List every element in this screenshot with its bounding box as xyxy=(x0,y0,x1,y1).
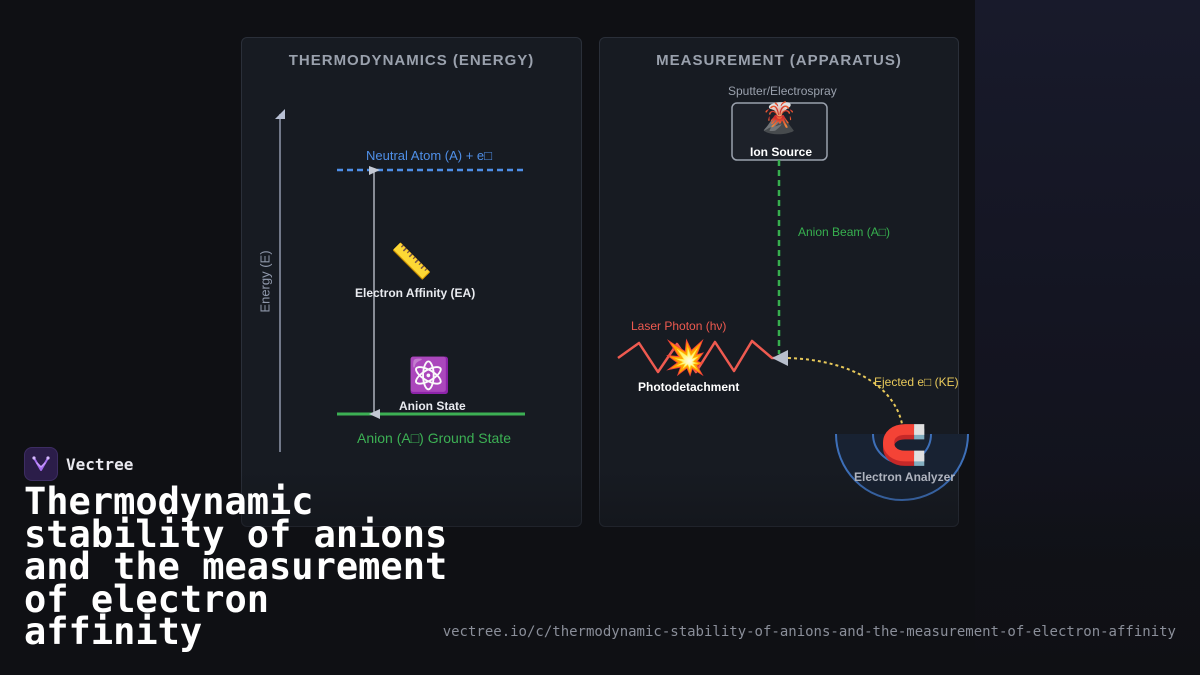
collision-icon: 💥 xyxy=(664,339,707,377)
background-glow xyxy=(975,0,1200,675)
thermodynamics-panel-title: THERMODYNAMICS (ENERGY) xyxy=(288,52,535,69)
energy-axis-label: Energy (E) xyxy=(257,250,273,313)
anion-beam-label: Anion Beam (A□) xyxy=(798,225,890,239)
electron-analyzer-inner xyxy=(872,433,932,464)
ground-state-label: Anion (A□) Ground State xyxy=(357,430,511,446)
energy-diagram xyxy=(275,109,525,452)
vectree-logo-icon xyxy=(24,447,58,481)
apparatus-diagram xyxy=(617,102,969,501)
brand-name: Vectree xyxy=(66,454,134,474)
anion-state-label: Anion State xyxy=(399,399,466,413)
ea-arrowhead-bottom xyxy=(369,409,380,419)
neutral-atom-label: Neutral Atom (A) + e□ xyxy=(366,148,492,163)
laser-photon-wave xyxy=(617,339,786,374)
volcano-icon: 🌋 xyxy=(760,102,798,135)
ion-source-label: Ion Source xyxy=(750,145,813,159)
brand[interactable]: Vectree xyxy=(24,447,133,481)
page-url[interactable]: vectree.io/c/thermodynamic-stability-of-… xyxy=(442,624,1176,640)
ejected-electron-label: Ejected e□ (KE) xyxy=(874,375,959,389)
measurement-panel: MEASUREMENT (APPARATUS) Sputter/Electros… xyxy=(599,37,969,527)
magnet-icon: 🧲 xyxy=(880,425,928,467)
energy-axis-arrowhead xyxy=(275,109,285,119)
thermodynamics-panel: THERMODYNAMICS (ENERGY) Energy (E) Neutr… xyxy=(241,37,582,527)
ruler-icon: 📏 xyxy=(390,243,433,281)
laser-photon-label: Laser Photon (hν) xyxy=(631,319,727,333)
electron-affinity-label: Electron Affinity (EA) xyxy=(355,286,476,300)
measurement-panel-title: MEASUREMENT (APPARATUS) xyxy=(656,52,902,69)
ea-arrowhead-top xyxy=(369,166,380,175)
sputter-label: Sputter/Electrospray xyxy=(728,84,837,98)
atom-icon: ⚛️ xyxy=(408,357,451,395)
page-title: Thermodynamic stability of anions and th… xyxy=(24,480,448,653)
laser-arrowhead xyxy=(772,350,788,366)
electron-analyzer-label: Electron Analyzer xyxy=(854,470,955,484)
ejected-electron-path xyxy=(787,357,904,431)
photodetachment-label: Photodetachment xyxy=(638,380,740,394)
